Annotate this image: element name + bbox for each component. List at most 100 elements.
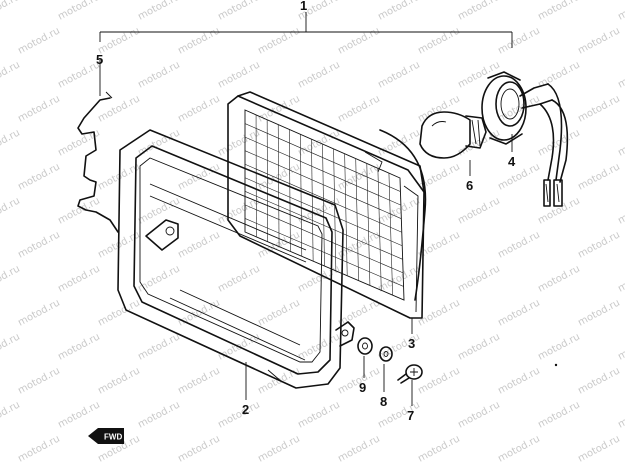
watermark: motod.ru	[0, 263, 22, 294]
watermark: motod.ru	[576, 297, 622, 328]
watermark: motod.ru	[0, 399, 22, 430]
watermark: motod.ru	[336, 93, 382, 124]
watermark: motod.ru	[96, 93, 142, 124]
watermark: motod.ru	[456, 195, 502, 226]
watermark: motod.ru	[616, 331, 625, 362]
callout-2: 2	[242, 402, 249, 417]
watermark: motod.ru	[536, 331, 582, 362]
watermark: motod.ru	[56, 331, 102, 362]
watermark: motod.ru	[296, 59, 342, 90]
watermark: motod.ru	[576, 25, 622, 56]
lens-grid-line	[277, 124, 280, 247]
watermark: motod.ru	[456, 263, 502, 294]
lens-grid-line	[377, 168, 382, 291]
lens-grid-line	[244, 163, 402, 233]
watermark: motod.ru	[136, 59, 182, 90]
watermark: motod.ru	[576, 161, 622, 192]
watermark: motod.ru	[0, 331, 22, 362]
callout-7: 7	[407, 408, 414, 423]
lens-grid-line	[355, 158, 359, 281]
watermark: motod.ru	[216, 59, 262, 90]
callout-3: 3	[408, 336, 415, 351]
lens-grid-line	[288, 129, 291, 252]
watermark: motod.ru	[496, 25, 542, 56]
headlight-lens-unit	[227, 91, 427, 319]
retaining-spring	[77, 91, 119, 233]
lens-grid-line	[244, 218, 404, 287]
forward-direction-label: FWD	[104, 433, 122, 442]
watermark: motod.ru	[96, 297, 142, 328]
forward-direction-badge: FWD	[88, 428, 124, 444]
watermark: motod.ru	[616, 0, 625, 23]
watermark: motod.ru	[496, 433, 542, 464]
callout-1: 1	[300, 0, 307, 13]
watermark: motod.ru	[296, 331, 342, 362]
lens-grid-line	[344, 153, 348, 276]
watermark: motod.ru	[416, 433, 462, 464]
assembly-bracket	[99, 12, 513, 48]
watermark: motod.ru	[336, 297, 382, 328]
watermark: motod.ru	[16, 297, 62, 328]
watermark: motod.ru	[216, 127, 262, 158]
watermark: motod.ru	[616, 59, 625, 90]
lens-grid-line	[244, 150, 402, 219]
lens-grid-pattern	[244, 114, 404, 296]
watermark: motod.ru	[0, 59, 22, 90]
watermark: motod.ru	[176, 365, 222, 396]
callout-9: 9	[359, 380, 366, 395]
lens-grid-line	[322, 143, 325, 267]
watermark: motod.ru	[16, 93, 62, 124]
watermark: motod.ru	[616, 399, 625, 430]
callout-8: 8	[380, 394, 387, 409]
watermark: motod.ru	[16, 433, 62, 464]
watermark: motod.ru	[16, 229, 62, 260]
watermark: motod.ru	[56, 263, 102, 294]
watermark: motod.ru	[56, 0, 102, 23]
headlight-rim	[117, 129, 355, 389]
watermark: motod.ru	[456, 0, 502, 23]
watermark: motod.ru	[296, 263, 342, 294]
lens-grid-line	[300, 134, 303, 257]
watermark: motod.ru	[16, 161, 62, 192]
watermark: motod.ru	[56, 399, 102, 430]
watermark: motod.ru	[176, 433, 222, 464]
lens-grid-line	[244, 123, 401, 192]
lens-grid-line	[244, 191, 403, 260]
watermark: motod.ru	[136, 263, 182, 294]
watermark: motod.ru	[136, 127, 182, 158]
watermark: motod.ru	[336, 161, 382, 192]
watermark: motod.ru	[616, 127, 625, 158]
spring-washer	[379, 346, 393, 362]
washer	[357, 337, 373, 355]
watermark: motod.ru	[256, 433, 302, 464]
watermark: motod.ru	[0, 0, 22, 23]
watermark: motod.ru	[176, 229, 222, 260]
watermark: motod.ru	[216, 0, 262, 23]
watermark: motod.ru	[96, 365, 142, 396]
watermark: motod.ru	[416, 93, 462, 124]
watermark: motod.ru	[216, 399, 262, 430]
bulb	[419, 111, 487, 159]
lens-grid-line	[333, 148, 337, 271]
watermark: motod.ru	[496, 365, 542, 396]
watermark: motod.ru	[456, 399, 502, 430]
screw	[397, 364, 423, 384]
watermark: motod.ru	[576, 433, 622, 464]
watermark: motod.ru	[256, 25, 302, 56]
watermark: motod.ru	[616, 195, 625, 226]
watermark: motod.ru	[176, 93, 222, 124]
watermark: motod.ru	[296, 399, 342, 430]
watermark: motod.ru	[376, 59, 422, 90]
watermark: motod.ru	[376, 0, 422, 23]
watermark: motod.ru	[16, 25, 62, 56]
watermark: motod.ru	[416, 297, 462, 328]
callout-labels: 1 2 3 4 5 6 7 8 9	[96, 0, 516, 423]
lens-grid-line	[244, 177, 403, 247]
watermark: motod.ru	[416, 25, 462, 56]
stray-dot	[554, 363, 558, 367]
watermark: motod.ru	[0, 195, 22, 226]
lens-grid-line	[311, 139, 314, 262]
watermark: motod.ru	[216, 263, 262, 294]
